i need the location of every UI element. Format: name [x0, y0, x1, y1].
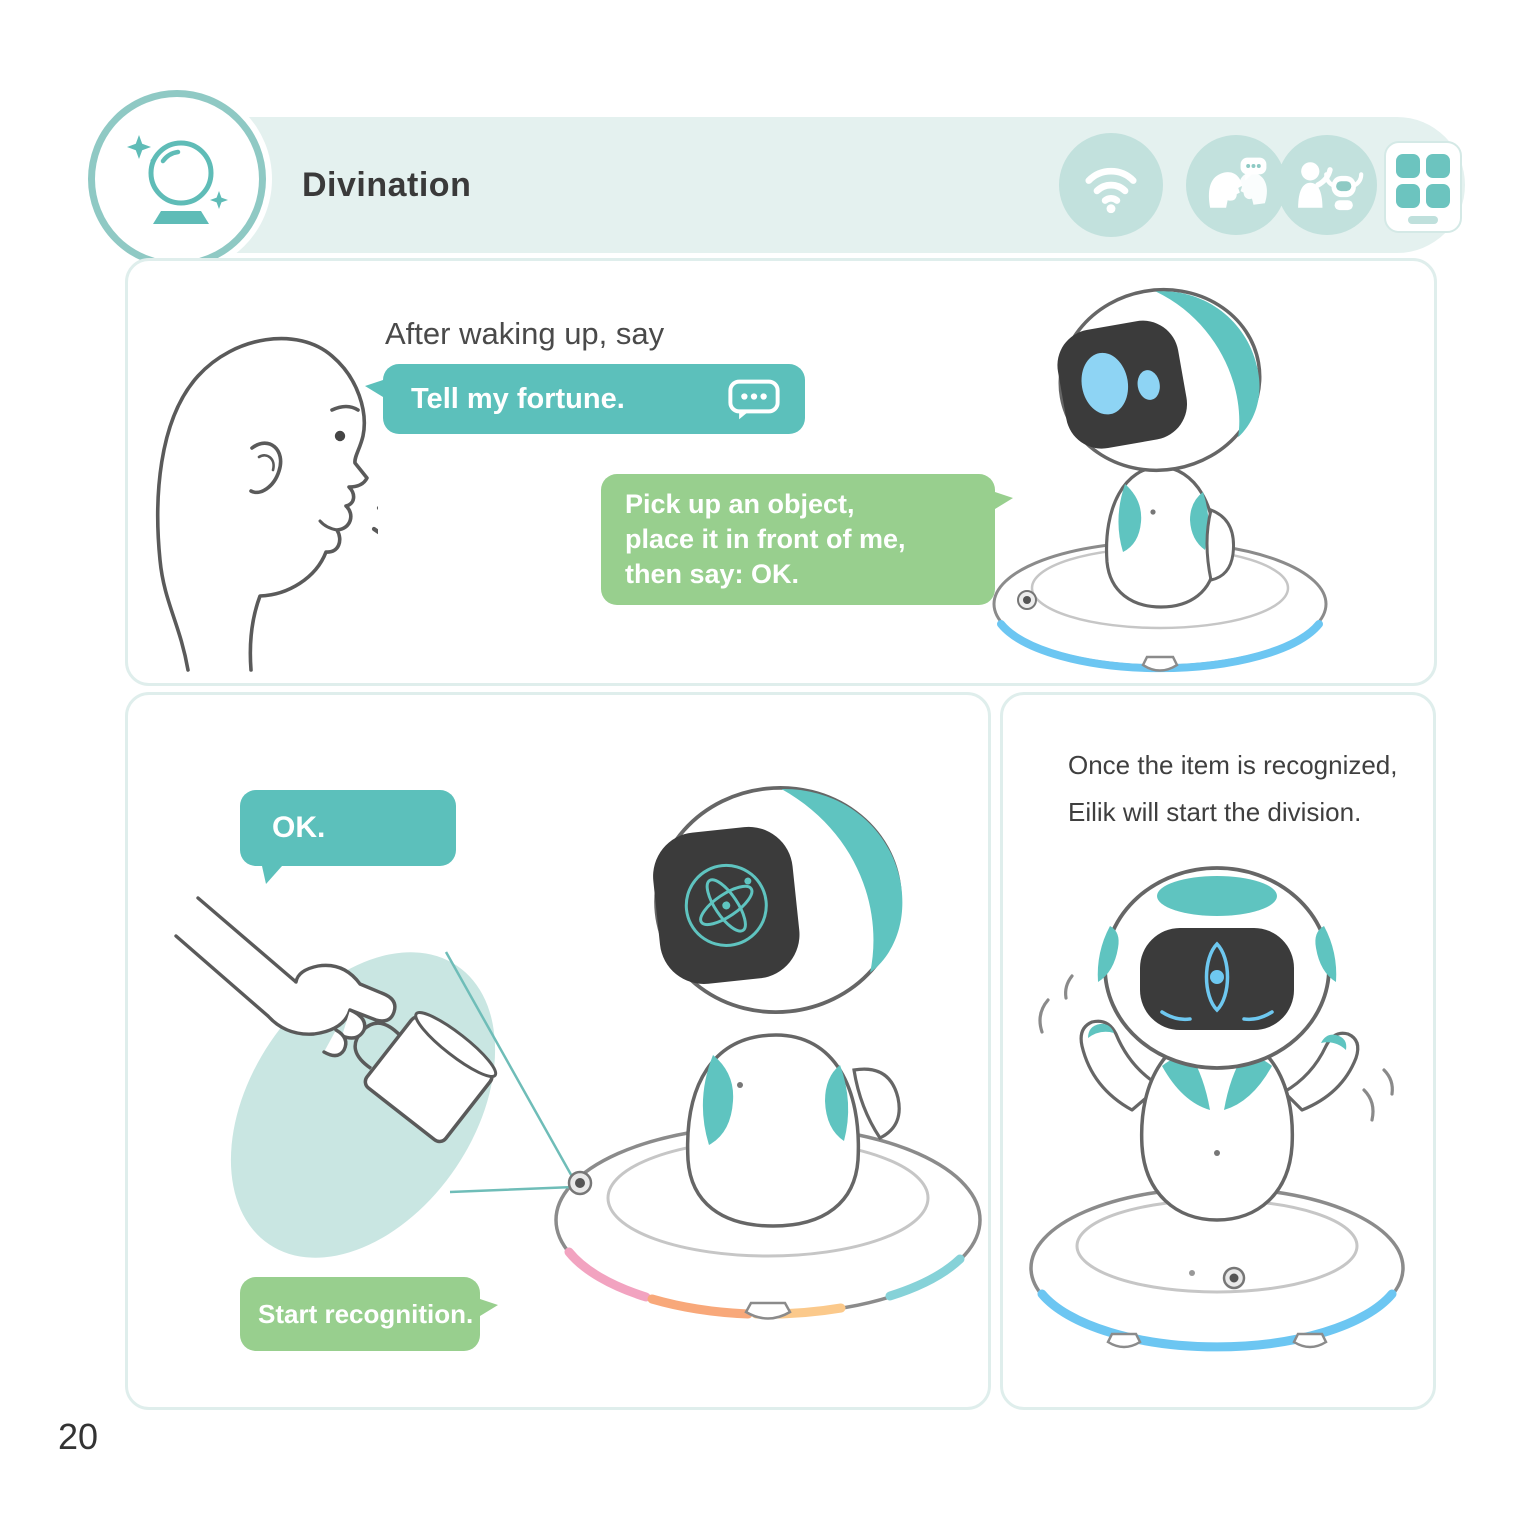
divination-badge [88, 90, 266, 268]
user-ok-text: OK. [272, 811, 326, 844]
recognition-scene-illustration [174, 785, 982, 1320]
page-title: Divination [302, 165, 472, 204]
instruction-text: After waking up, say [385, 316, 665, 351]
energize-logo-icon [684, 863, 768, 947]
crystal-ball-icon [127, 135, 228, 224]
result-caption: Once the item is recognized, Eilik will … [1068, 750, 1398, 827]
eilik-dock-illustration [444, 785, 982, 1320]
wifi-icon [1059, 133, 1163, 237]
user-speech-bubble: Tell my fortune. [365, 364, 805, 434]
divination-eye-icon [1160, 941, 1274, 1022]
user-speech-text: Tell my fortune. [411, 382, 625, 415]
voice-chat-icon [1186, 135, 1286, 235]
robot-recognition-bubble: Start recognition. [240, 1277, 498, 1351]
page-number: 20 [58, 1416, 99, 1457]
robot-recognition-text: Start recognition. [258, 1298, 474, 1329]
chat-dots-icon [728, 379, 780, 420]
mobile-app-icon [1383, 140, 1463, 234]
eilik-robot-illustration [992, 287, 1328, 673]
eilik-waving-illustration [1029, 866, 1405, 1352]
hand-mug-illustration [174, 896, 498, 1258]
robot-interaction-icon [1277, 135, 1377, 235]
robot-speech-text: Pick up an object, place it in front of … [625, 489, 906, 589]
person-illustration [156, 336, 378, 672]
user-ok-bubble: OK. [240, 790, 456, 884]
robot-speech-bubble: Pick up an object, place it in front of … [601, 474, 1013, 605]
